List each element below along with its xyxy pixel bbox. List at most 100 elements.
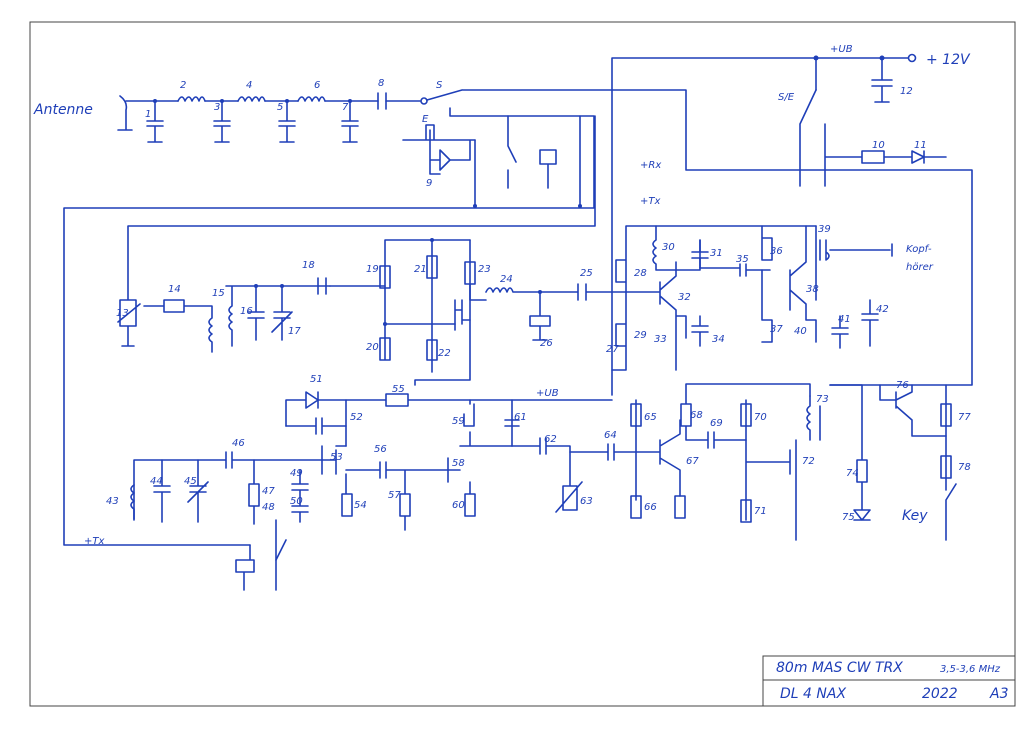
component-label-73: 73 [816,394,829,405]
component-label-14: 14 [168,284,181,295]
tx-left-label: +Tx [84,536,104,547]
component-label-1: 1 [145,109,151,120]
component-label-35: 35 [736,254,749,265]
rx-label: +Rx [640,160,661,171]
component-label-9: 9 [426,178,432,189]
oscillator-section [130,383,957,591]
se-label: S/E [778,92,795,103]
component-label-2: 2 [180,80,186,91]
component-label-71: 71 [754,506,767,517]
component-label-34: 34 [712,334,725,345]
title-format: A3 [989,686,1008,702]
component-label-45: 45 [184,476,197,487]
sheet-border [29,21,1016,707]
component-label-57: 57 [388,490,401,501]
component-label-63: 63 [580,496,593,507]
component-label-10: 10 [872,140,885,151]
component-label-3: 3 [214,102,220,113]
component-label-76: 76 [896,380,909,391]
switch-e-label: E [422,114,429,125]
switch-s-label: S [436,80,443,91]
component-label-43: 43 [106,496,119,507]
component-label-62: 62 [544,434,557,445]
title-author: DL 4 NAX [780,686,846,702]
ub-top-label: +UB [830,44,853,55]
component-label-52: 52 [350,412,363,423]
component-label-18: 18 [302,260,315,271]
component-label-19: 19 [366,264,379,275]
component-label-42: 42 [876,304,889,315]
component-label-13: 13 [116,308,129,319]
component-label-5: 5 [277,102,283,113]
component-label-20: 20 [366,342,379,353]
component-label-22: 22 [438,348,451,359]
component-label-15: 15 [212,288,225,299]
component-label-31: 31 [710,248,723,259]
component-label-37: 37 [770,324,783,335]
component-label-29: 29 [634,330,647,341]
component-label-25: 25 [580,268,593,279]
af-amplifier [611,225,893,371]
component-label-70: 70 [754,412,767,423]
component-label-40: 40 [794,326,807,337]
component-label-41: 41 [838,314,851,325]
component-label-11: 11 [914,140,927,151]
component-label-72: 72 [802,456,815,467]
tx-label: +Tx [640,196,660,207]
component-label-60: 60 [452,500,465,511]
supply-label: + 12V [926,52,971,68]
supply-section [611,53,947,396]
title-frequency: 3,5-3,6 MHz [940,664,1001,675]
component-label-39: 39 [818,224,831,235]
component-label-46: 46 [232,438,245,449]
component-label-33: 33 [654,334,667,345]
component-label-65: 65 [644,412,657,423]
component-label-27: 27 [606,344,619,355]
component-label-74: 74 [846,468,859,479]
component-label-23: 23 [478,264,491,275]
component-label-17: 17 [288,326,301,337]
component-label-51: 51 [310,374,323,385]
component-label-6: 6 [314,80,320,91]
component-label-58: 58 [452,458,465,469]
component-label-44: 44 [150,476,163,487]
rx-front-end [117,115,627,386]
component-label-28: 28 [634,268,647,279]
title-line1: 80m MAS CW TRX [776,660,903,676]
title-block: 80m MAS CW TRX 3,5-3,6 MHz DL 4 NAX 2022… [762,655,1015,706]
component-label-66: 66 [644,502,657,513]
component-label-32: 32 [678,292,691,303]
component-label-69: 69 [710,418,723,429]
headphones-label-1: Kopf- [906,244,932,255]
component-label-24: 24 [500,274,513,285]
component-label-56: 56 [374,444,387,455]
component-label-21: 21 [414,264,427,275]
antenna-label: Antenne [33,102,93,118]
component-label-47: 47 [262,486,275,497]
antenna-filter [63,89,973,546]
component-label-26: 26 [540,338,553,349]
component-label-54: 54 [354,500,367,511]
component-label-49: 49 [290,468,303,479]
component-label-77: 77 [958,412,971,423]
component-label-38: 38 [806,284,819,295]
component-label-59: 59 [452,416,465,427]
component-label-61: 61 [514,412,527,423]
component-label-16: 16 [240,306,253,317]
component-label-30: 30 [662,242,675,253]
key-label: Key [902,508,928,524]
component-label-78: 78 [958,462,971,473]
component-label-55: 55 [392,384,405,395]
component-label-68: 68 [690,410,703,421]
component-label-48: 48 [262,502,275,513]
component-label-64: 64 [604,430,617,441]
component-label-36: 36 [770,246,783,257]
component-label-67: 67 [686,456,699,467]
component-label-4: 4 [246,80,252,91]
ub-mid-label: +UB [536,388,559,399]
component-label-8: 8 [378,78,384,89]
component-label-53: 53 [330,452,343,463]
title-year: 2022 [922,686,958,702]
